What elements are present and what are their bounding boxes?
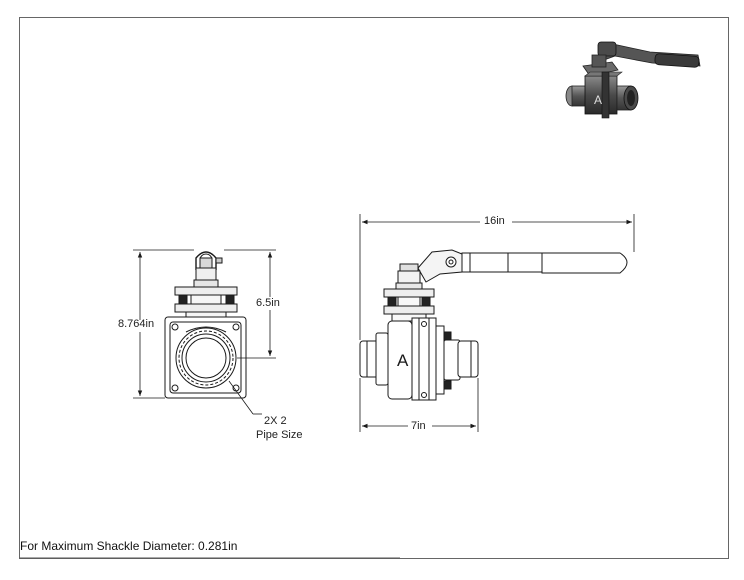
shackle-diameter-note: For Maximum Shackle Diameter: 0.281in [20, 539, 238, 553]
face-to-face-dimension: 7in [411, 420, 426, 432]
front-view-dimensions [133, 249, 276, 415]
svg-text:A: A [594, 93, 602, 107]
overall-height-dimension: 8.764in [118, 318, 155, 330]
isometric-valve-view: A [565, 41, 701, 119]
side-view: A [359, 249, 628, 401]
side-view-dimensions [359, 214, 635, 432]
handle-length-dimension: 16in [484, 215, 505, 227]
pipe-size-callout-qty: 2X 2 [264, 415, 287, 427]
pipe-size-callout-label: Pipe Size [256, 429, 303, 441]
front-view [164, 251, 247, 399]
stem-height-dimension: 6.5in [256, 297, 280, 309]
valve-marking: A [397, 351, 409, 370]
